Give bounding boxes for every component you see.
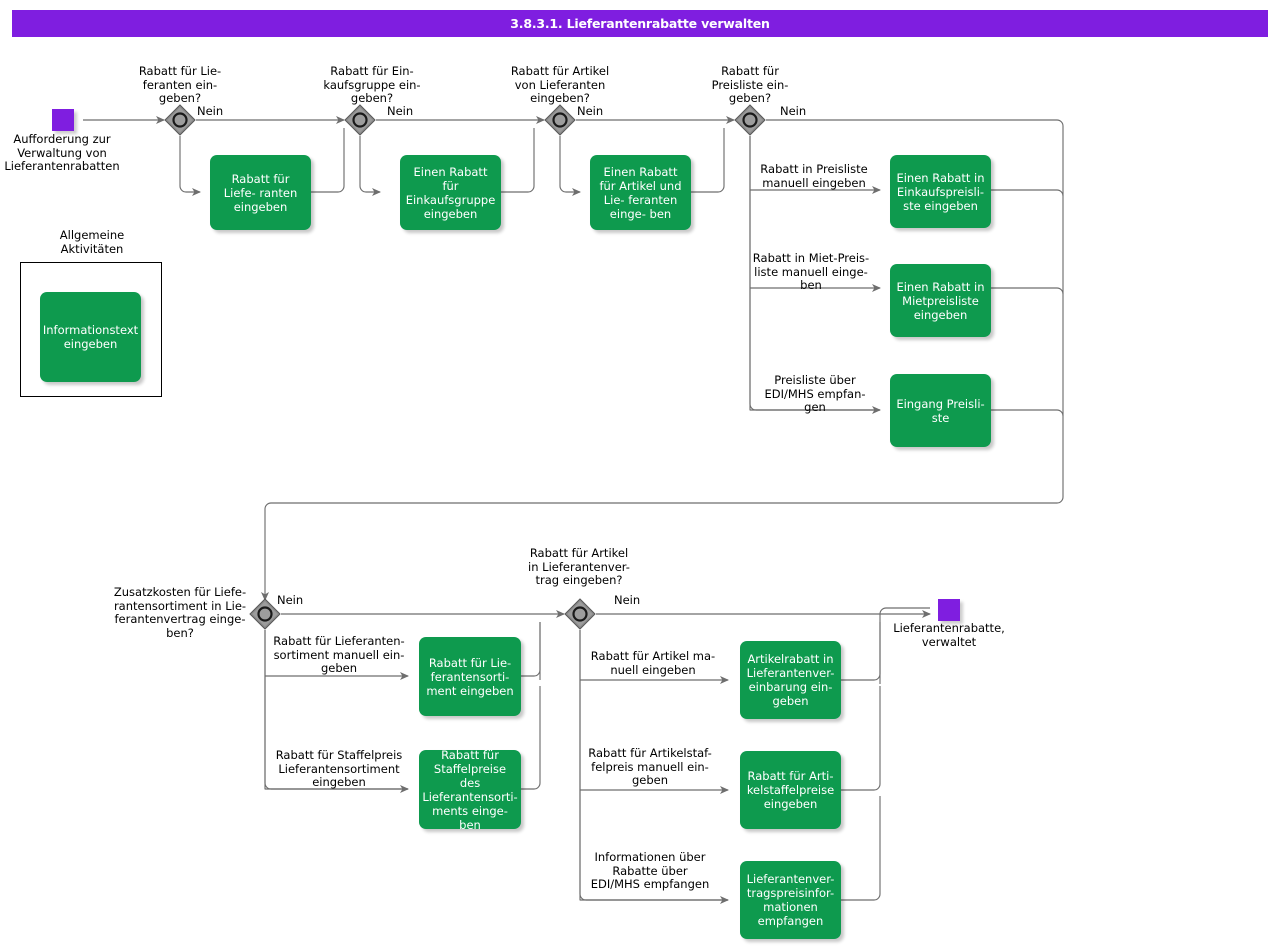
edge-label-e1: Rabatt in Preisliste manuell eingeben	[760, 162, 868, 190]
edge-a9-to-end-rail	[841, 622, 881, 681]
edge-a11-to-end-rail	[841, 796, 881, 901]
edge-label-e4: Rabatt für Lieferanten- sortiment manuel…	[273, 634, 405, 675]
action-a10[interactable]: Rabatt für Arti- kelstaffelpreise eingeb…	[740, 751, 841, 829]
edge-label-e5: Rabatt für Staffelpreis Lieferantensorti…	[275, 748, 403, 789]
decision-d1-no-label: Nein	[197, 104, 224, 118]
decision-d4-question: Rabatt für Preisliste ein- geben?	[711, 64, 789, 105]
edge-label-e8: Informationen über Rabatte über EDI/MHS …	[590, 850, 710, 891]
edge-d1-yes-to-a1	[179, 136, 201, 196]
decision-d3-no-label: Nein	[577, 104, 604, 118]
end-terminal-label: Lieferantenrabatte, verwaltet	[893, 621, 1005, 649]
edge-label-e6: Rabatt für Artikel ma- nuell eingeben	[590, 649, 716, 677]
decision-diamond-icon	[544, 104, 576, 136]
action-a1[interactable]: Rabatt für Liefe- ranten eingeben	[210, 155, 311, 230]
edge-a10-to-end-rail	[841, 686, 881, 791]
decision-diamond-icon	[564, 598, 596, 630]
decision-d3[interactable]	[543, 103, 577, 137]
edge-label-e2: Rabatt in Miet-Preis- liste manuell eing…	[752, 251, 870, 292]
action-a5[interactable]: Einen Rabatt in Mietpreisliste eingeben	[890, 264, 991, 337]
edge-a4-to-rail	[991, 189, 1064, 197]
decision-d5[interactable]	[248, 597, 282, 631]
decision-d6-no-label: Nein	[614, 593, 641, 607]
decision-d6[interactable]	[563, 597, 597, 631]
action-a3[interactable]: Einen Rabatt für Artikel und Lie- ferant…	[590, 155, 691, 230]
decision-diamond-icon	[249, 598, 281, 630]
edge-a7-to-d6	[521, 622, 541, 677]
action-a4[interactable]: Einen Rabatt in Einkaufspreisli- ste ein…	[890, 155, 991, 228]
edge-a8-to-d6	[521, 686, 541, 790]
action-a7[interactable]: Rabatt für Lie- ferantensorti- ment eing…	[419, 637, 521, 716]
edge-label-e7: Rabatt für Artikelstaf- felpreis manuell…	[588, 746, 712, 787]
group-label-allgemeine-aktivitaeten: Allgemeine Aktivitäten	[59, 229, 125, 256]
decision-d5-no-label: Nein	[277, 593, 304, 607]
edge-d3-yes-to-a3	[559, 136, 581, 196]
edge-a1-to-d2	[311, 128, 345, 193]
action-a2[interactable]: Einen Rabatt für Einkaufsgruppe eingeben	[400, 155, 501, 230]
action-a11[interactable]: Lieferantenver- tragspreisinfor- matione…	[740, 861, 841, 939]
start-terminal[interactable]	[52, 109, 74, 131]
decision-diamond-icon	[734, 104, 766, 136]
edge-a3-to-d4	[691, 128, 725, 193]
decision-d6-question: Rabatt für Artikel in Lieferantenver- tr…	[528, 546, 630, 587]
decision-diamond-icon	[344, 104, 376, 136]
action-a6[interactable]: Eingang Preisli- ste	[890, 374, 991, 447]
end-terminal[interactable]	[938, 599, 960, 621]
decision-diamond-icon	[164, 104, 196, 136]
decision-d1[interactable]	[163, 103, 197, 137]
edge-a5-to-rail	[991, 287, 1064, 295]
decision-d4[interactable]	[733, 103, 767, 137]
decision-d5-question: Zusatzkosten für Liefe- rantensortiment …	[113, 585, 247, 640]
page-title: 3.8.3.1. Lieferantenrabatte verwalten	[12, 10, 1268, 37]
decision-d2[interactable]	[343, 103, 377, 137]
action-a12[interactable]: Informationstext eingeben	[40, 292, 141, 382]
decision-d2-no-label: Nein	[387, 104, 414, 118]
edge-a2-to-d3	[501, 128, 535, 193]
edge-d2-yes-to-a2	[359, 136, 381, 196]
action-a9[interactable]: Artikelrabatt in Lieferantenver- einbaru…	[740, 641, 841, 719]
edge-a6-to-rail	[991, 409, 1064, 417]
action-a8[interactable]: Rabatt für Staffelpreise des Lieferanten…	[419, 748, 521, 832]
edge-label-e3: Preisliste über EDI/MHS empfan- gen	[764, 373, 866, 414]
decision-d3-question: Rabatt für Artikel von Lieferanten einge…	[510, 64, 610, 105]
decision-d2-question: Rabatt für Ein- kaufsgruppe ein- geben?	[323, 64, 421, 105]
start-terminal-label: Aufforderung zur Verwaltung von Lieferan…	[4, 132, 120, 173]
decision-d4-no-label: Nein	[780, 104, 807, 118]
decision-d1-question: Rabatt für Lie- feranten ein- geben?	[138, 64, 222, 105]
